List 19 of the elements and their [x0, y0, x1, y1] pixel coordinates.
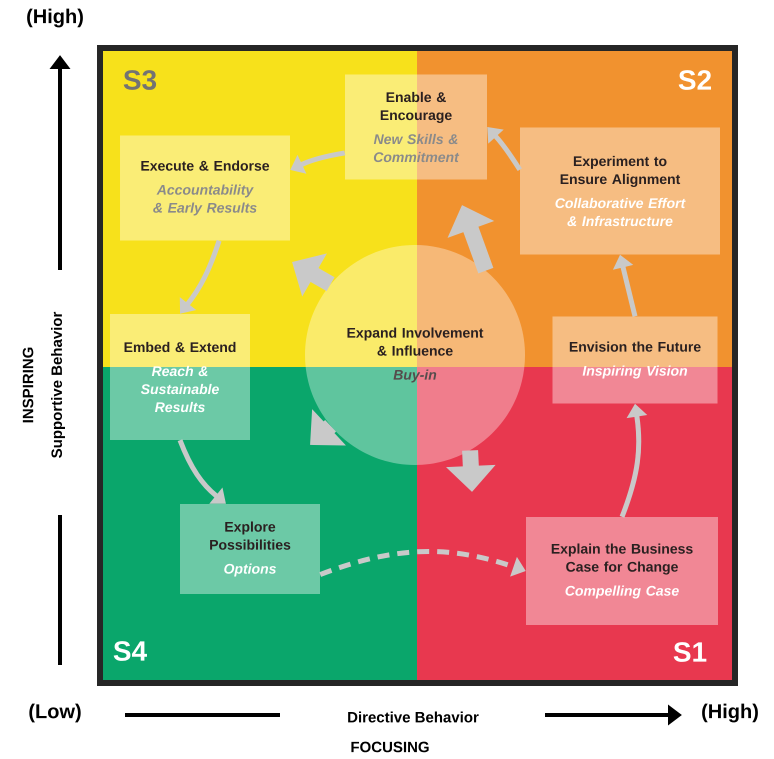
- quadrant-label: S3: [124, 70, 156, 90]
- step-box: Embed & Extend Reach & Sustainable Results: [110, 314, 250, 440]
- axis-label: (High): [27, 8, 83, 28]
- step-box: Explain the Business Case for Change Compelling Case: [526, 517, 718, 625]
- step-box: Enable & Encourage New Skills & Commitment: [345, 74, 487, 180]
- step-box: Explore Possibilities Options: [180, 504, 320, 594]
- axis-title: Supportive Behavior: [51, 312, 65, 458]
- quadrant-label: S4: [114, 641, 147, 661]
- step-box: Envision the Future Inspiring Vision: [552, 316, 718, 404]
- quadrant-label: S2: [678, 70, 711, 90]
- step-box: Experiment to Ensure Alignment Collaborative Effort & Infrastructure: [520, 128, 720, 254]
- arrow: [487, 127, 522, 172]
- axis-title: Directive Behavior: [348, 712, 479, 722]
- axis-title: FOCUSING: [351, 742, 429, 752]
- axis-label: (Low): [29, 704, 81, 722]
- axis-label: (High): [702, 704, 758, 722]
- step-box: Execute & Endorse Accountability & Early Results: [120, 136, 290, 240]
- arrow: [178, 439, 226, 504]
- axis-title: INSPIRING: [22, 348, 34, 422]
